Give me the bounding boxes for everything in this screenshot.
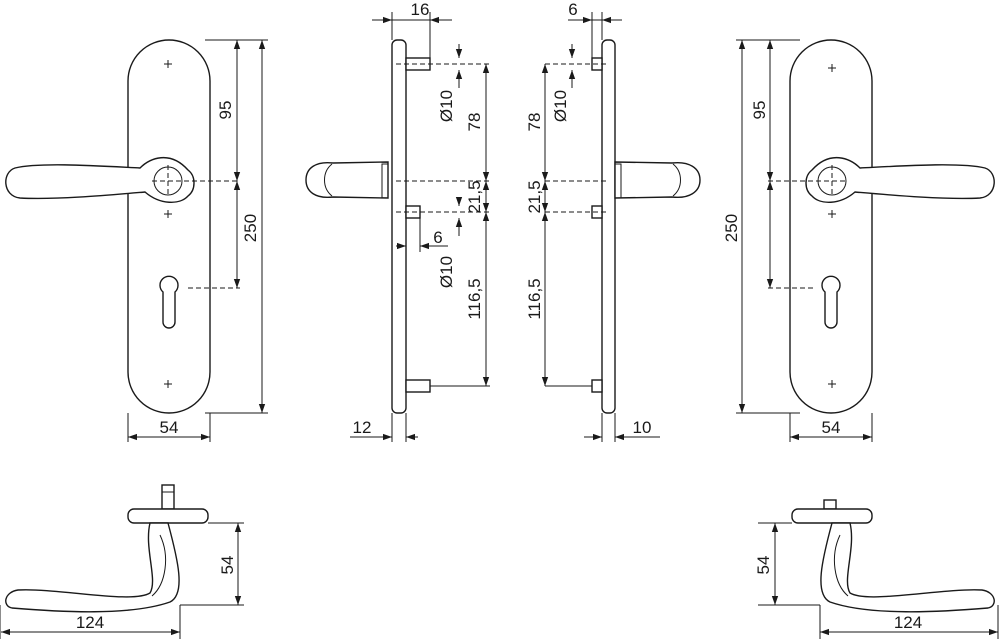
screw-marks-right (828, 64, 836, 388)
dim-height-total-left: 250 (241, 214, 260, 242)
dim-spacing-upper-right: 78 (525, 113, 544, 132)
lever-top-right (820, 522, 995, 613)
dim-pin-diameter-upper-left: Ø10 (437, 90, 456, 122)
dim-spacing-mid-right: 21,5 (525, 180, 544, 213)
dim-plate-thickness-left: 12 (353, 418, 372, 437)
dim-offset-top-right: 6 (568, 0, 577, 19)
dim-spacing-upper-left: 78 (465, 113, 484, 132)
dim-length-left: 124 (76, 613, 104, 632)
spindle-left (161, 484, 175, 510)
backplate-right (789, 39, 873, 414)
rosette-left (127, 508, 209, 524)
dim-pin-offset-left: 6 (433, 228, 442, 247)
side-plate-left (391, 39, 407, 414)
dim-height-total-right: 250 (722, 214, 741, 242)
side-handle-left (305, 161, 389, 199)
dim-spacing-mid-left: 21,5 (465, 180, 484, 213)
keyhole-right (821, 275, 841, 329)
dim-length-right: 124 (894, 613, 922, 632)
dim-projection-right: 54 (754, 556, 773, 575)
top-view-right: 54 124 (754, 499, 999, 639)
dim-height-upper-right: 95 (750, 101, 769, 120)
screw-marks-left (164, 60, 172, 388)
lever-handle-right (805, 157, 995, 203)
dim-spacing-lower-right: 116,5 (525, 278, 544, 319)
side-view-left: 16 Ø10 78 21,5 6 Ø10 116,5 12 (305, 0, 490, 442)
keyhole-left (159, 275, 179, 329)
dim-pin-diameter-right: Ø10 (551, 90, 570, 122)
front-view-left: 95 250 54 (5, 39, 268, 442)
dim-height-upper-left: 95 (216, 101, 235, 120)
front-view-right: 95 250 54 (722, 39, 995, 442)
dim-offset-top-left: 16 (411, 0, 430, 19)
top-view-left: 54 124 (0, 484, 244, 639)
spindle-right (823, 499, 837, 510)
dim-plate-thickness-right: 10 (633, 418, 652, 437)
lever-top-left (5, 522, 180, 613)
dim-width-left: 54 (160, 418, 179, 437)
side-view-right: 6 Ø10 78 21,5 116,5 10 (525, 0, 701, 442)
side-handle-right (614, 161, 701, 199)
dim-spacing-lower-left: 116,5 (465, 278, 484, 319)
lever-handle-left (5, 157, 195, 203)
backplate-left (127, 39, 211, 414)
dim-width-right: 54 (822, 418, 841, 437)
rosette-right (791, 508, 873, 524)
side-plate-right (601, 39, 616, 414)
dim-projection-left: 54 (218, 556, 237, 575)
dim-pin-diameter-lower-left: Ø10 (437, 256, 456, 288)
